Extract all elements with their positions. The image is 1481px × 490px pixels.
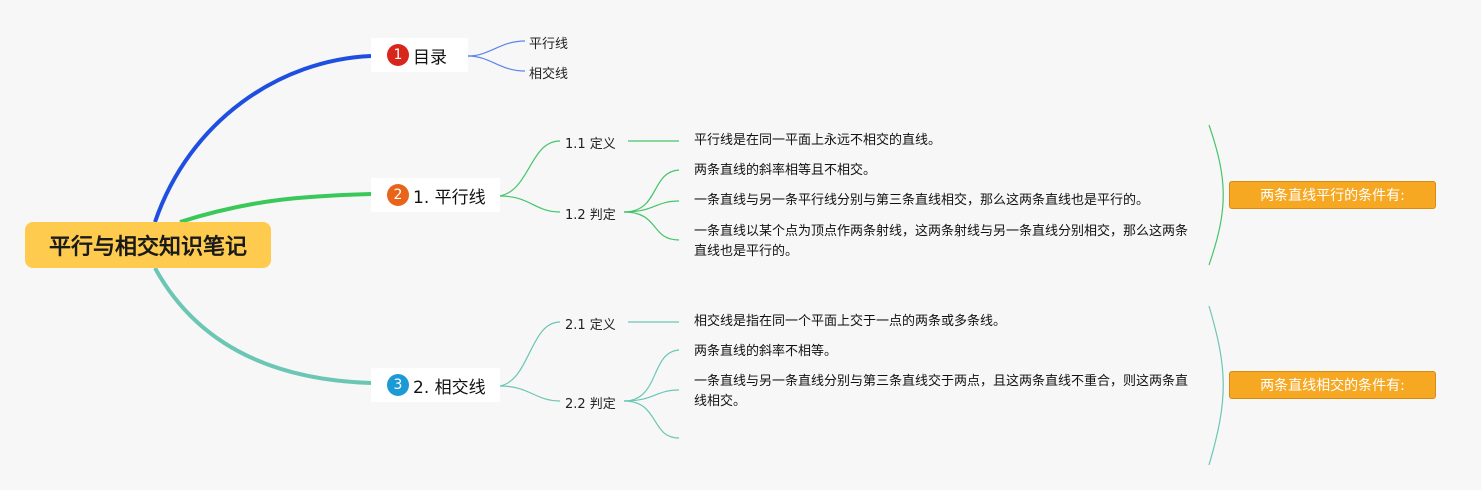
- connector-parallel-judge-leaf-2: [623, 200, 680, 213]
- parallel-judgement-item-1[interactable]: 两条直线的斜率相等且不相交。: [694, 163, 877, 178]
- intersect-judgement-item-2[interactable]: 一条直线与另一条直线分别与第三条直线交于两点，且这两条直线不重合，则这两条直线相…: [694, 374, 1189, 409]
- connector-root-to-toc: [153, 54, 372, 223]
- parallel-summary[interactable]: 两条直线平行的条件有:: [1229, 181, 1436, 209]
- parallel-judgement-item-3[interactable]: 一条直线以某个点为顶点作两条射线，这两条射线与另一条直线分别相交，那么这两条直线…: [694, 224, 1189, 259]
- connector-root-to-intersect: [153, 267, 372, 385]
- toc-item-intersect[interactable]: 相交线: [529, 67, 569, 82]
- parallel-definition-text[interactable]: 平行线是在同一平面上永远不相交的直线。: [694, 133, 942, 148]
- brace-parallel: [1208, 124, 1224, 266]
- intersect-definition-node[interactable]: 2.1 定义: [565, 318, 616, 333]
- parallel-judgement-item-2[interactable]: 一条直线与另一条平行线分别与第三条直线相交，那么这两条直线也是平行的。: [694, 193, 1150, 208]
- connector-intersect-judge-leaf-3: [623, 400, 680, 439]
- connector-intersect-judge: [499, 385, 561, 402]
- connector-toc-child-2: [467, 55, 526, 72]
- intersect-judgement-item-1[interactable]: 两条直线的斜率不相等。: [694, 344, 838, 359]
- branch-toc-label: 目录: [413, 47, 447, 68]
- root-node[interactable]: 平行与相交知识笔记: [25, 222, 271, 268]
- branch-intersect[interactable]: 3 2. 相交线: [371, 368, 500, 402]
- intersect-summary[interactable]: 两条直线相交的条件有:: [1229, 371, 1436, 399]
- badge-3: 3: [387, 374, 409, 396]
- branch-parallel-label: 1. 平行线: [413, 187, 486, 208]
- root-title: 平行与相交知识笔记: [48, 235, 247, 260]
- branch-parallel[interactable]: 2 1. 平行线: [371, 178, 500, 212]
- parallel-judgement-node[interactable]: 1.2 判定: [565, 208, 616, 223]
- connector-intersect-judge-leaf-2: [623, 389, 680, 402]
- connector-toc-child-1: [467, 40, 526, 57]
- connector-root-to-parallel: [179, 192, 372, 224]
- connector-parallel-judge: [499, 195, 561, 213]
- brace-intersect: [1208, 305, 1224, 466]
- toc-item-parallel[interactable]: 平行线: [529, 37, 569, 52]
- connector-parallel-def: [499, 140, 561, 197]
- branch-toc[interactable]: 1 目录: [371, 38, 468, 72]
- badge-2: 2: [387, 184, 409, 206]
- parallel-definition-node[interactable]: 1.1 定义: [565, 137, 616, 152]
- branch-intersect-label: 2. 相交线: [413, 377, 486, 398]
- intersect-definition-text[interactable]: 相交线是指在同一个平面上交于一点的两条或多条线。: [694, 314, 1007, 329]
- connector-intersect-judge-leaf-1: [623, 349, 680, 402]
- connector-parallel-judge-leaf-3: [623, 211, 680, 241]
- badge-1: 1: [387, 44, 409, 66]
- connector-intersect-def: [499, 321, 561, 387]
- connector-parallel-judge-leaf-1: [623, 169, 680, 213]
- intersect-judgement-node[interactable]: 2.2 判定: [565, 397, 616, 412]
